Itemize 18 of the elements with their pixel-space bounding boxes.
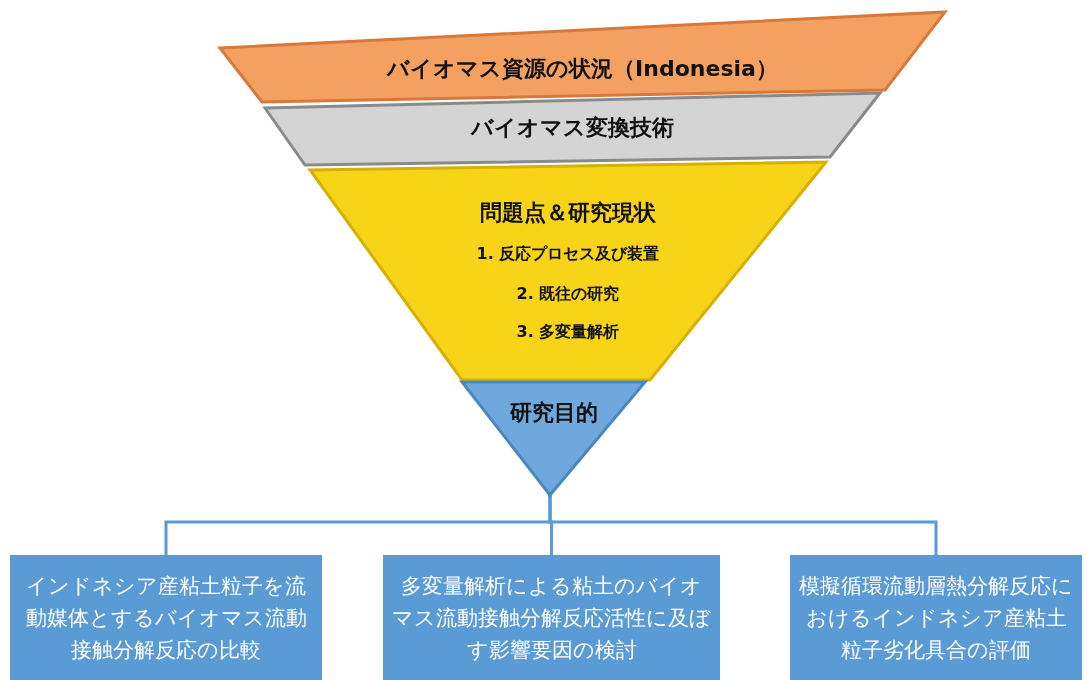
box-text: 模擬循環流動層熱分解反応におけるインドネシア産粘土粒子劣化具合の評価	[798, 572, 1074, 664]
band-title: バイオマス資源の状況（Indonesia）	[387, 55, 778, 83]
pyramid-tip	[462, 382, 645, 495]
list-item: 2. 既往の研究	[516, 284, 620, 305]
objective-box	[383, 555, 720, 680]
band-title: バイオマス変換技術	[471, 114, 674, 142]
connector-line	[548, 495, 938, 555]
band-heading: 問題点＆研究現状	[480, 199, 656, 227]
list-item: 3. 多変量解析	[516, 322, 620, 343]
band-title: 研究目的	[509, 399, 598, 427]
pyramid-band	[310, 162, 826, 380]
pyramid-band	[220, 12, 945, 102]
box-text: 多変量解析による粘土のバイオマス流動接触分解反応活性に及ぼす影響要因の検討	[391, 572, 712, 664]
objective-box	[790, 555, 1082, 680]
list-item: 1. 反応プロセス及び装置	[476, 244, 660, 265]
objective-box	[10, 555, 322, 680]
pyramid-band	[265, 93, 880, 165]
box-text: インドネシア産粘土粒子を流動媒体とするバイオマス流動接触分解反応の比較	[24, 572, 308, 664]
